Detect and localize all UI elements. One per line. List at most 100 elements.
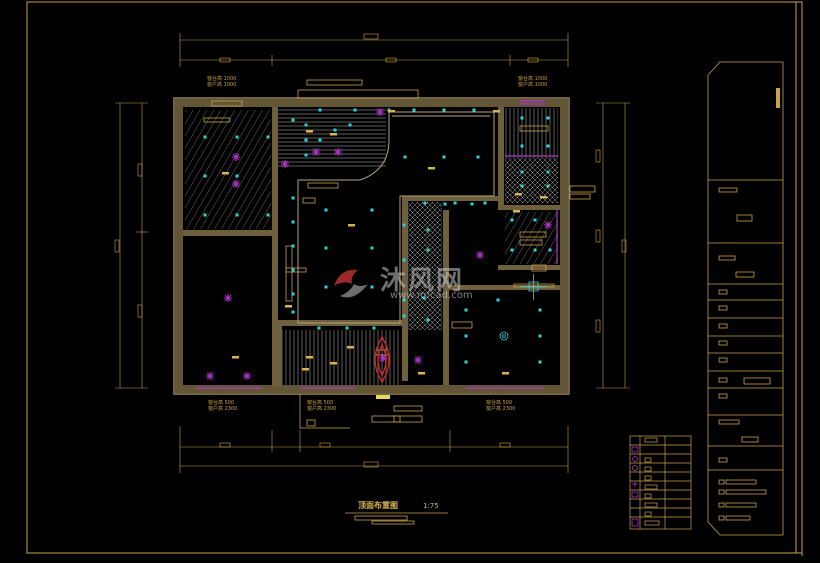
watermark-logo-icon	[334, 269, 368, 298]
downlight-icon	[453, 201, 457, 205]
wall-fixture-icon	[428, 167, 435, 170]
downlight-icon	[548, 248, 552, 252]
downlight-icon	[333, 128, 337, 132]
downlight-icon	[442, 155, 446, 159]
downlight-icon	[324, 208, 328, 212]
downlight-icon	[324, 285, 328, 289]
hatch-zones	[185, 108, 558, 385]
downlight-icon	[464, 308, 468, 312]
downlight-icon	[520, 184, 524, 188]
wall-fixture-icon	[222, 172, 229, 175]
downlight-icon	[317, 326, 321, 330]
downlight-icon	[510, 248, 514, 252]
downlight-icon	[203, 174, 207, 178]
wall-fixture-icon	[388, 110, 395, 113]
window-note-top-right: 窗台高 1000 窗户高 1000	[518, 76, 548, 88]
downlight-icon	[520, 116, 524, 120]
ceiling-fixture-icon	[312, 148, 320, 156]
wall-fixture-icon	[348, 224, 355, 227]
downlight-icon	[538, 308, 542, 312]
window-note-top-left: 窗台高 1000 窗户高 1000	[207, 76, 237, 88]
sheet-frame	[26, 1, 803, 556]
downlight-icon	[546, 184, 550, 188]
legend-table	[629, 435, 692, 530]
wall-fixture-icon	[493, 110, 500, 113]
legend-symbols	[631, 446, 639, 527]
wall-fixture-icon	[515, 193, 522, 196]
window-note-bottom-middle: 窗台高 500 窗户高 2300	[307, 400, 337, 412]
downlight-icon	[266, 135, 270, 139]
downlight-icon	[402, 223, 406, 227]
downlight-icon	[291, 196, 295, 200]
wall-fixture-icon	[513, 210, 520, 213]
downlight-icon	[304, 138, 308, 142]
downlight-icon	[402, 314, 406, 318]
ceiling-fixture-icon	[243, 372, 251, 380]
watermark: 沐风网 www.mfcad.com	[330, 260, 490, 310]
drawing-title: 顶面布置图	[358, 501, 398, 510]
wall-fixture-icon	[306, 130, 313, 133]
downlight-icon	[533, 218, 537, 222]
ceiling-fixture-icon	[206, 372, 214, 380]
window-note-bottom-left: 窗台高 500 窗户高 2300	[208, 400, 238, 412]
downlights	[203, 108, 552, 364]
downlight-icon	[318, 108, 322, 112]
downlight-icon	[402, 258, 406, 262]
dimension-lines	[114, 33, 630, 473]
downlight-icon	[426, 228, 430, 232]
downlight-icon	[291, 220, 295, 224]
downlight-icon	[538, 334, 542, 338]
downlight-icon	[520, 170, 524, 174]
downlight-icon	[412, 108, 416, 112]
ceiling-fixture-icon	[334, 148, 342, 156]
downlight-icon	[402, 298, 406, 302]
title-underline	[345, 512, 448, 525]
ceiling-fixture-icon	[414, 356, 422, 364]
downlight-icon	[304, 153, 308, 157]
downlight-icon	[496, 298, 500, 302]
ceiling-fixture-icon	[476, 251, 484, 259]
ceiling-fixture-icon	[232, 180, 240, 188]
wall-fixture-icon	[418, 372, 425, 375]
title-block-stamp	[776, 88, 780, 108]
downlight-icon	[235, 135, 239, 139]
downlight-icon	[235, 213, 239, 217]
downlight-icon	[423, 201, 427, 205]
downlight-icon	[203, 213, 207, 217]
ceiling-fixture-icon	[544, 221, 552, 229]
downlight-icon	[533, 248, 537, 252]
window-note-bottom-right: 窗台高 500 窗户高 2300	[486, 400, 516, 412]
wall-fixture-icon	[347, 346, 354, 349]
wall-fixture-icon	[302, 368, 309, 371]
ceiling-fixture-icon	[232, 153, 240, 161]
ceiling-fixtures	[206, 108, 552, 380]
wall-fixture-icon	[330, 362, 337, 365]
wall-fixture-icon	[306, 356, 313, 359]
downlight-icon	[372, 326, 376, 330]
downlight-icon	[370, 246, 374, 250]
downlight-icon	[422, 296, 426, 300]
downlight-icon	[538, 360, 542, 364]
downlight-icon	[464, 334, 468, 338]
downlight-icon	[291, 268, 295, 272]
windows	[195, 100, 558, 389]
wall-fixture-icon	[285, 305, 292, 308]
downlight-icon	[483, 201, 487, 205]
watermark-name: 沐风网	[380, 266, 465, 296]
ceiling-medallion	[374, 335, 390, 384]
watermark-url: www.mfcad.com	[390, 290, 473, 301]
downlight-icon	[426, 318, 430, 322]
downlight-icon	[318, 138, 322, 142]
downlight-icon	[291, 292, 295, 296]
downlight-icon	[291, 244, 295, 248]
ceiling-fixture-icon	[379, 354, 387, 362]
wall-fixture-icon	[540, 196, 547, 199]
marker-yellow	[376, 395, 390, 399]
small-fixtures	[222, 110, 547, 375]
wall-fixture-icon	[330, 133, 337, 136]
downlight-icon	[510, 218, 514, 222]
downlight-icon	[266, 213, 270, 217]
downlight-icon	[203, 135, 207, 139]
downlight-icon	[442, 108, 446, 112]
